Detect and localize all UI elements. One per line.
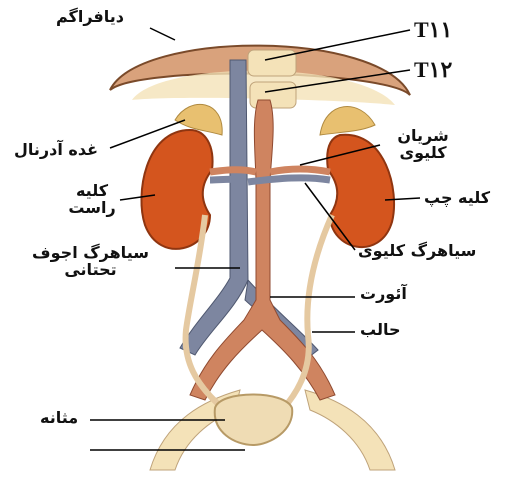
label-right-kidney: کلیه راست [64, 183, 120, 217]
adrenal-left [320, 107, 375, 135]
renal-artery-right [210, 170, 256, 172]
label-renal-artery: شریان کلیوی [388, 128, 458, 162]
kidney-left [327, 135, 394, 247]
label-t11: T۱۱ [414, 18, 452, 41]
label-ivc-line2: تحتانی [8, 262, 173, 279]
renal-artery-left [270, 169, 330, 172]
vertebra-t11 [248, 50, 296, 76]
label-renal-vein: سیاهرگ کلیوی [358, 243, 476, 260]
label-right-kidney-line2: راست [64, 200, 120, 217]
leader-diaphragm [150, 28, 175, 40]
renal-vein-left [248, 178, 330, 182]
aorta-shape [190, 100, 335, 400]
label-ivc: سیاهرگ اجوف تحتانی [8, 245, 173, 279]
label-aorta: آئورت [360, 286, 407, 303]
label-t12: T۱۲ [414, 58, 452, 81]
label-ureter: حالب [360, 322, 400, 339]
renal-vein-right [210, 179, 246, 180]
bladder-shape [215, 395, 293, 446]
pelvis-right [305, 390, 395, 470]
label-bladder: مثانه [40, 410, 78, 427]
label-adrenal-gland: غده آدرنال [14, 142, 98, 159]
label-left-kidney: کلیه چپ [424, 190, 490, 207]
label-diaphragm: دیافراگم [56, 9, 124, 26]
label-renal-artery-line2: کلیوی [388, 145, 458, 162]
